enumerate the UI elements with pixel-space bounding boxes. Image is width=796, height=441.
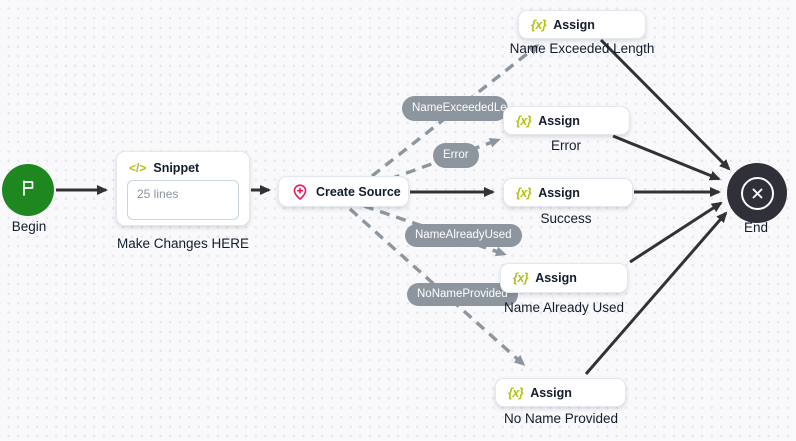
node-caption-snippet: Make Changes HERE [116,236,250,251]
node-begin[interactable] [2,164,54,216]
edge-transition-nonameprovided [348,207,526,367]
node-title-assign: Assign [553,17,595,32]
edge-error-end [612,134,721,181]
assign-variable-icon: {x} [513,271,529,285]
transition-pill-error: Error [433,143,479,168]
node-title-assign: Assign [538,185,580,200]
node-title-assign: Assign [530,385,572,400]
end-ring [740,176,774,210]
node-create-source[interactable]: Create Source [278,176,409,207]
node-caption-success: Success [540,211,592,226]
assign-variable-icon: {x} [516,185,532,200]
edge-namealreadyused-end [629,201,723,264]
node-end[interactable] [727,163,787,223]
node-assign-no-name-provided[interactable]: {x} Assign [495,378,626,407]
node-assign-name-exceeded-length[interactable]: {x} Assign [518,10,646,39]
transition-pill-nonameprovided: NoNameProvided [407,283,518,306]
edge-nonameprovided-end [584,211,728,375]
assign-variable-icon: {x} [508,385,524,400]
close-x-icon [751,187,764,200]
node-assign-error[interactable]: {x} Assign [503,106,630,135]
node-title-assign: Assign [538,113,580,128]
node-caption-no-name-provided: No Name Provided [503,411,619,426]
node-caption-name-already-used: Name Already Used [503,300,625,315]
transition-pill-namealreadyused: NameAlreadyUsed [405,224,522,247]
location-pin-plus-icon [291,183,309,201]
node-caption-error: Error [551,138,581,153]
edge-nameexceeded-end [599,38,731,171]
node-title-assign: Assign [535,271,577,285]
node-caption-end: End [743,220,769,235]
code-icon: </> [129,161,147,175]
assign-variable-icon: {x} [531,17,547,32]
node-snippet[interactable]: </> Snippet 25 lines [116,151,250,226]
node-caption-name-exceeded-length: Name Exceeded Length [509,41,655,56]
assign-variable-icon: {x} [516,113,532,128]
node-title-create-source: Create Source [316,184,401,199]
node-assign-success[interactable]: {x} Assign [503,178,633,207]
snippet-code-preview[interactable]: 25 lines [127,180,239,220]
node-assign-name-already-used[interactable]: {x} Assign [500,263,628,293]
node-title-snippet: Snippet [153,161,200,175]
node-caption-begin: Begin [11,219,47,234]
flag-icon [18,178,38,203]
